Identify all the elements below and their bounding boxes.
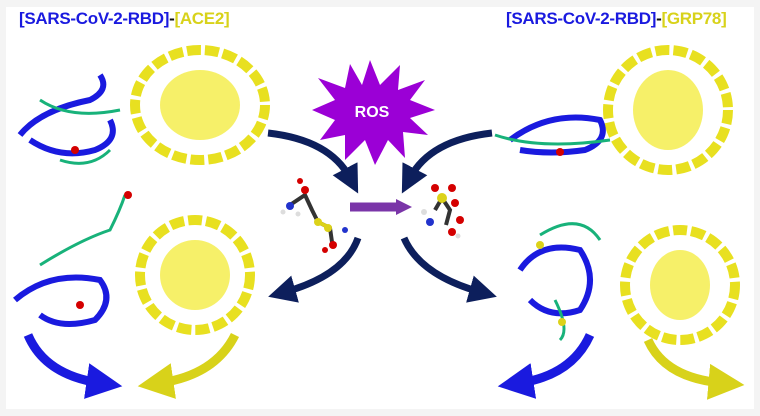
- diagram-canvas: ROS: [13, 45, 745, 400]
- rbd-label: [SARS-CoV-2-RBD]: [19, 9, 170, 28]
- grp78-complex-oxidized: [517, 222, 740, 345]
- arrow-to-bottom-right: [400, 236, 497, 303]
- grp78-complex-native: [494, 45, 733, 175]
- arrow-to-center-left: [267, 129, 359, 194]
- arrow-to-center-right: [401, 129, 493, 194]
- ace2-complex-native: [17, 45, 270, 165]
- rbd-separation-arrow-right: [497, 333, 595, 399]
- ace2-label: [ACE2]: [174, 9, 230, 28]
- separator: -: [169, 9, 175, 28]
- conversion-arrowhead: [396, 199, 412, 215]
- separator: -: [656, 9, 662, 28]
- arrow-to-bottom-left: [268, 236, 362, 303]
- cystine-molecule: [280, 178, 348, 253]
- cysteic-acid-molecule: [421, 184, 464, 239]
- ace2-complex-oxidized: [13, 191, 255, 335]
- right-complex-title: [SARS-CoV-2-RBD]-[GRP78]: [506, 9, 727, 29]
- ace2-separation-arrow: [137, 332, 240, 399]
- rbd-label: [SARS-CoV-2-RBD]: [506, 9, 657, 28]
- rbd-separation-arrow-left: [23, 333, 123, 399]
- left-complex-title: [SARS-CoV-2-RBD]-[ACE2]: [19, 9, 230, 29]
- grp78-label: [GRP78]: [661, 9, 727, 28]
- graphical-abstract: [SARS-CoV-2-RBD]-[ACE2] [SARS-CoV-2-RBD]…: [6, 7, 754, 409]
- ros-label: ROS: [355, 104, 390, 121]
- grp78-separation-arrow: [643, 337, 745, 400]
- ros-burst: ROS: [312, 60, 435, 165]
